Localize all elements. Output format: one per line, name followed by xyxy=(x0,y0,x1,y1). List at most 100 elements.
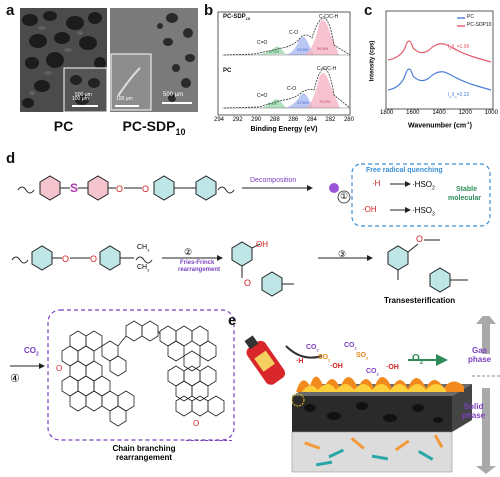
xps-bottom-label: PC xyxy=(223,68,232,74)
xps-tick: 280 xyxy=(343,117,354,123)
oxygen-atom: O xyxy=(62,254,69,264)
solid-phase-arrow xyxy=(476,388,496,474)
xps-top-pct-c-o: 29.5% xyxy=(297,47,309,52)
chain-wavy xyxy=(17,186,35,194)
co2-label: CO2 xyxy=(24,346,39,358)
bond xyxy=(407,243,419,253)
pc-chain-row2: O O xyxy=(11,245,153,271)
radical-co2-3: CO2 xyxy=(366,368,379,377)
hso2-product: ·HSO2 xyxy=(412,180,435,192)
xps-bottom-peak-cc: C-C/C-H xyxy=(317,66,337,72)
benzene-ring xyxy=(261,271,283,297)
block-pores xyxy=(304,402,443,423)
step1-circle xyxy=(337,190,351,204)
radical-box xyxy=(351,163,491,227)
radical-dot xyxy=(329,183,339,193)
highlight-circle xyxy=(291,393,305,407)
molecular-label: molecular xyxy=(448,195,482,202)
decomposition-label: Decomposition xyxy=(250,177,297,184)
xps-tick: 292 xyxy=(232,117,243,123)
step1-label: ① xyxy=(340,191,349,201)
xps-bottom-pct-cc: 76.0% xyxy=(319,99,331,104)
transesterification-label: Transesterification xyxy=(384,296,456,305)
oh-radical: ·OH xyxy=(362,205,377,214)
sem-texture-pc-sdp10 xyxy=(110,8,198,112)
xps-tick: 282 xyxy=(325,117,336,123)
ring-oxygen: O xyxy=(193,419,199,428)
caption-pc-sdp10: PC-SDP10 xyxy=(122,118,186,137)
benzene-ring xyxy=(195,175,217,201)
radical-oh-1: ·OH xyxy=(330,363,343,370)
extinguisher-valve xyxy=(244,335,259,350)
chain-wavy xyxy=(11,256,29,264)
bond xyxy=(251,243,261,249)
xps-bottom-envelope xyxy=(223,67,351,109)
chain-box xyxy=(47,309,235,441)
xps-bottom-c-o2-peak xyxy=(284,93,314,108)
xps-top-pct-co: 11.0% xyxy=(268,49,280,54)
legend-pc: PC xyxy=(467,14,474,20)
benzene-ring xyxy=(429,267,451,293)
connector-line xyxy=(186,440,232,442)
flames xyxy=(296,376,464,392)
polycyclic-structure xyxy=(61,320,225,427)
xps-top-peak-cc: C-C/C-H xyxy=(319,14,339,20)
benzene-ring xyxy=(153,175,175,201)
raman-ticks: 1800 1600 1400 1200 1000 xyxy=(380,110,498,116)
scale-pc: 500 μm xyxy=(75,92,92,98)
xps-bottom-peak-c-o: C-O xyxy=(287,86,297,92)
xps-top-pct-cc: 59.5% xyxy=(317,46,329,51)
ratio-bottom: ID/IG=2.22 xyxy=(448,92,470,99)
xps-top-cc-peak xyxy=(304,20,339,55)
xps-bottom-pct-co: 6.4% xyxy=(268,101,278,106)
caption-pc: PC xyxy=(53,118,74,134)
panel-label-d: d xyxy=(6,150,16,167)
chain-wavy xyxy=(135,256,153,264)
o2-label: O2 xyxy=(412,353,424,366)
inset-scale-pc: 100 μm xyxy=(72,96,89,102)
xps-tick: 286 xyxy=(288,117,299,123)
hso3-product: ·HSO3 xyxy=(412,206,435,218)
raman-ylabel: Intensity (cps) xyxy=(369,40,376,82)
raman-line-pc-sdp10 xyxy=(387,40,492,63)
xps-bottom-cc-peak xyxy=(306,72,340,108)
xps-tick: 294 xyxy=(214,117,225,123)
fire-extinguisher xyxy=(244,335,286,385)
xps-top-peak-co: C=O xyxy=(257,40,268,46)
block-front xyxy=(292,396,452,432)
radical-h: ·H xyxy=(296,358,304,365)
oxygen-atom: O xyxy=(90,254,97,264)
ch3-bottom: CH3 xyxy=(137,264,150,273)
xps-top-peak-c-o: C-O xyxy=(289,30,299,36)
xps-tick: 290 xyxy=(251,117,262,123)
chain-wavy xyxy=(217,186,235,194)
oxygen-atom: O xyxy=(142,184,149,194)
oh-group: OH xyxy=(256,240,268,249)
xps-frame xyxy=(217,11,351,116)
panel-label-e: e xyxy=(228,312,237,329)
xps-top-label: PC-SDP10 xyxy=(223,14,251,22)
phenol-product: O xyxy=(231,241,294,297)
benzene-ring xyxy=(87,175,109,201)
free-radical-label: Free radical quenching xyxy=(366,167,443,174)
raman-line-pc xyxy=(387,68,492,91)
xps-xlabel: Binding Energy (eV) xyxy=(250,126,318,133)
raman-frame xyxy=(385,10,494,110)
reaction-scheme: S O O O O O O xyxy=(11,163,491,297)
sulfur-atom: S xyxy=(70,181,78,195)
scale-sdp: 500 μm xyxy=(163,92,184,98)
sem-image-pc-sdp10: 100 μm 500 μm xyxy=(110,8,198,112)
ring-oxygen: O xyxy=(56,364,62,373)
xps-ticks: 294 292 290 288 286 284 282 280 xyxy=(214,117,354,123)
benzene-ring xyxy=(231,241,253,267)
rearrangement-label: rearrangement xyxy=(178,267,221,273)
extinguisher-hose xyxy=(285,345,323,359)
benzene-ring xyxy=(99,245,121,271)
xps-bottom-pct-c-o: 17.6% xyxy=(297,100,309,105)
xps-bottom xyxy=(222,67,351,109)
ch3-top: CH3 xyxy=(137,244,150,253)
inset-scale-sdp: 100 μm xyxy=(116,96,133,102)
matrix-box xyxy=(291,431,453,473)
chain-branching: O O xyxy=(10,309,235,441)
